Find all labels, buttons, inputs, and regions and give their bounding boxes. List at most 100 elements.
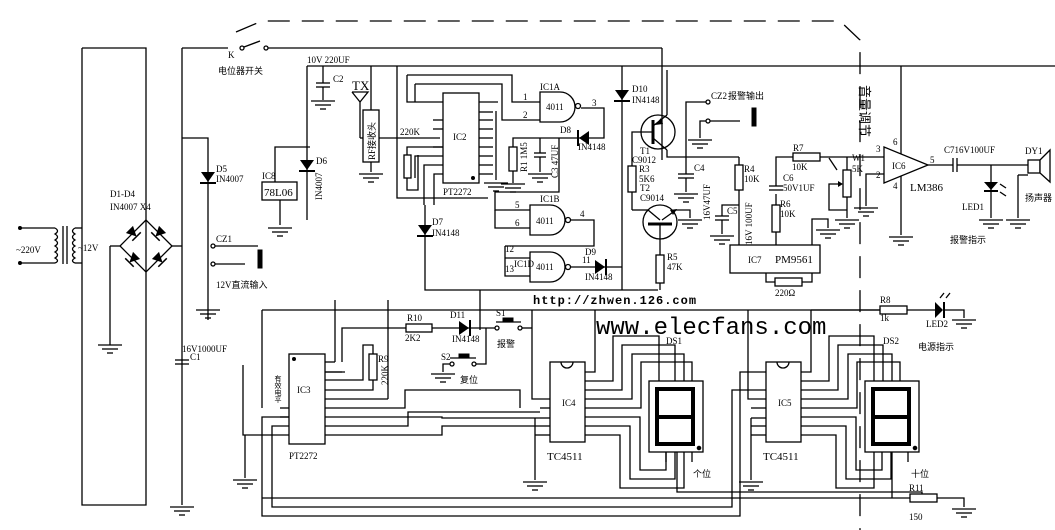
c7-label: C716V100UF [944, 145, 995, 155]
r7-value: 10K [792, 162, 808, 172]
volume-label: 音量调节 [857, 85, 872, 137]
w1-value: 5K [852, 164, 864, 174]
transformer [53, 226, 82, 264]
ic7-name: IC7 [748, 255, 762, 265]
ic5-name: IC5 [778, 398, 792, 408]
ic3-part: PT2272 [289, 451, 318, 461]
ic1a-pin2: 2 [523, 110, 528, 120]
ic2-part: PT2272 [443, 187, 472, 197]
s2-name: S2 [441, 352, 451, 362]
watermark: www.elecfans.com [596, 315, 826, 342]
t2-part: C9014 [640, 193, 665, 203]
ic5-bcd-decoder [765, 361, 802, 443]
ic1d-part: 4011 [536, 262, 554, 272]
d9-name: D9 [585, 247, 596, 257]
t1-name: T1 [640, 146, 650, 156]
c4-value: 16V47UF [702, 184, 712, 220]
ic1b-part: 4011 [536, 216, 554, 226]
r7-name: R7 [793, 143, 804, 153]
alarm-indicator-label: 报警指示 [950, 234, 986, 245]
r3-resistor [627, 165, 637, 193]
ac-input-label: ~220V [16, 245, 41, 255]
r11-value: 150 [909, 512, 923, 522]
switch-k-label: K [228, 50, 235, 60]
s2-label: 复位 [460, 374, 478, 385]
potentiometer-switch [239, 40, 662, 51]
r8-name: R8 [880, 295, 891, 305]
ic1b-pin6: 6 [515, 218, 520, 228]
ic6-pin2: 2 [876, 170, 881, 180]
cz1-label: CZ1 [216, 234, 232, 244]
r4-value: 10K [744, 174, 760, 184]
r1-resistor [508, 146, 518, 172]
s1-label: 报警 [497, 338, 515, 349]
d5-part: IN4007 [216, 174, 244, 184]
c5-name: C5 [727, 206, 738, 216]
ic3-name: IC3 [297, 385, 311, 395]
ic2-name: IC2 [453, 132, 467, 142]
r5-name: R5 [667, 252, 678, 262]
ic1d-pin13: 13 [505, 264, 515, 274]
c4-name: C4 [694, 163, 705, 173]
source-url: http://zhwen.126.com [533, 294, 697, 308]
r3-value: 5K6 [639, 174, 655, 184]
ic1b-pin4: 4 [580, 209, 585, 219]
ic6-pin3: 3 [876, 144, 881, 154]
bridge-name: D1-D4 [110, 189, 135, 199]
ic1b-pin5: 5 [515, 200, 520, 210]
rf-module-label: RF接收头 [366, 122, 377, 160]
r6-resistor [771, 204, 781, 233]
ic7-part: PM9561 [775, 254, 813, 266]
ic1b-name: IC1B [540, 194, 560, 204]
d10-part: IN4148 [632, 95, 660, 105]
ic1d-pin11: 11 [582, 255, 591, 265]
dc-input-jack [210, 243, 263, 269]
display-section: R10 2K2 D11 IN4148 S1 报警 S2 复位 [232, 290, 977, 522]
r4-name: R4 [744, 164, 755, 174]
led1-label: LED1 [962, 202, 984, 212]
ic1a-part: 4011 [546, 102, 564, 112]
r5-value: 47K [667, 262, 683, 272]
c2-name: C2 [333, 74, 344, 84]
speaker-label: 扬声器 [1025, 192, 1052, 203]
w1-name: W1 [852, 153, 865, 163]
ic3-side-label: 有效电平 [274, 374, 282, 404]
ds1-units-label: 个位 [693, 468, 711, 479]
bridge-rectifier [97, 219, 182, 354]
d5-name: D5 [216, 164, 227, 174]
ic6-pin6: 6 [893, 137, 898, 147]
d11-part: IN4148 [452, 334, 480, 344]
c6-name: C6 [783, 173, 794, 183]
r9-name: R9 [378, 354, 389, 364]
alarm-output-label: 报警输出 [728, 90, 764, 101]
ds1-label: DS1 [666, 336, 682, 346]
ic1d-nand-gate [529, 251, 566, 283]
ic1a-pin1: 1 [523, 92, 528, 102]
transformer-secondary-label: ~12V [78, 243, 99, 253]
power-section: ~220V ~12V D1-D4 IN4007 X4 16V1000UF C1 … [16, 20, 861, 530]
c2-value: 10V 220UF [307, 55, 350, 65]
r8-value: 1k [880, 313, 890, 323]
ic4-name: IC4 [562, 398, 576, 408]
r6-name: R6 [780, 199, 791, 209]
ic3-decoder [288, 353, 326, 445]
r3-name: R3 [639, 164, 650, 174]
d8-part: IN4148 [578, 142, 606, 152]
c5-value: 16V 100UF [744, 202, 754, 245]
d10-name: D10 [632, 84, 648, 94]
cz2-label: CZ2 [711, 91, 727, 101]
r9-value: 220K [380, 365, 390, 386]
c6-value: 50V1UF [783, 183, 815, 193]
dc-input-label: 12V直流输入 [216, 279, 268, 290]
r9-resistor [368, 353, 378, 381]
d6-part: IN4007 [314, 172, 324, 200]
ic8-name: IC8 [262, 171, 276, 181]
r10-resistor [405, 323, 433, 333]
ic6-amplifier [883, 146, 930, 184]
d9-part: IN4148 [585, 272, 613, 282]
ic6-name: IC6 [892, 161, 906, 171]
ic6-pin5: 5 [930, 155, 935, 165]
ic1a-name: IC1A [540, 82, 561, 92]
switch-label: 电位器开关 [218, 65, 263, 76]
